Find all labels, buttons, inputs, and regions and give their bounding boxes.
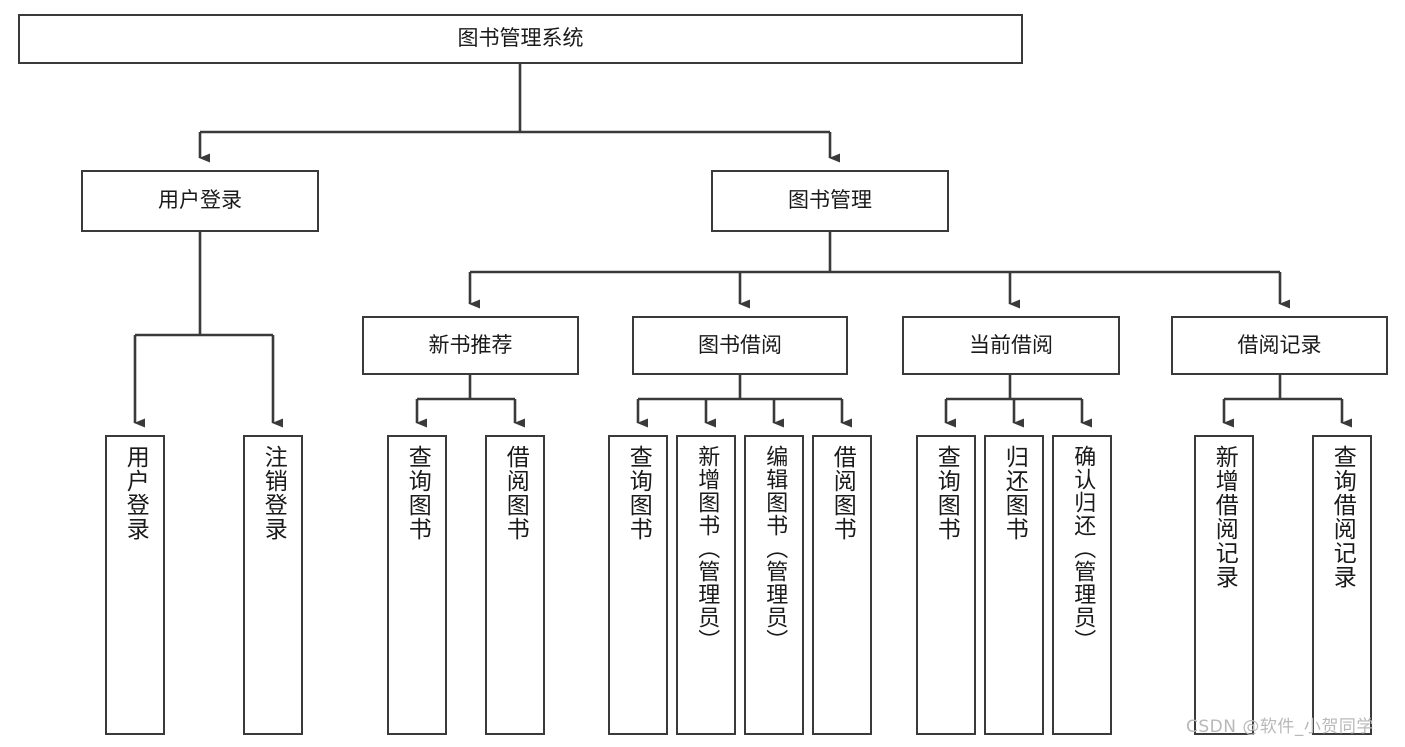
leaf-recommend-borrow-book[interactable]: 借阅图书 [485,435,545,735]
node-borrow-records-label: 借阅记录 [1237,332,1322,357]
leaf-borrow-add-book-label: 新增图书（管理员） [694,445,720,652]
leaf-record-add-label: 新增借阅记录 [1211,445,1238,589]
leaf-record-query[interactable]: 查询借阅记录 [1312,435,1372,735]
leaf-recommend-query-book-label: 查询图书 [404,445,431,541]
connector-currentborrow-to-leaves [944,375,1092,428]
node-user-login[interactable]: 用户登录 [81,170,319,232]
leaf-borrow-borrow-book[interactable]: 借阅图书 [812,435,872,735]
leaf-current-return-book[interactable]: 归还图书 [984,435,1044,735]
connector-userlogin-to-leaves [133,232,283,428]
leaf-current-query-book[interactable]: 查询图书 [916,435,976,735]
leaf-user-logout[interactable]: 注销登录 [243,435,303,735]
node-current-borrow-label: 当前借阅 [969,332,1053,357]
csdn-watermark: CSDN @软件_小贺同学 [1186,717,1374,737]
leaf-borrow-query-book-label: 查询图书 [625,445,652,541]
leaf-borrow-edit-book[interactable]: 编辑图书（管理员） [744,435,804,735]
leaf-user-logout-label: 注销登录 [260,445,287,541]
leaf-record-query-label: 查询借阅记录 [1329,445,1356,589]
leaf-current-confirm-return[interactable]: 确认归还（管理员） [1052,435,1112,735]
connector-recommend-to-leaves [415,375,525,428]
leaf-current-query-book-label: 查询图书 [933,445,960,541]
leaf-borrow-add-book[interactable]: 新增图书（管理员） [676,435,736,735]
node-book-management[interactable]: 图书管理 [711,170,949,232]
leaf-borrow-edit-book-label: 编辑图书（管理员） [762,445,788,652]
node-root[interactable]: 图书管理系统 [18,14,1023,64]
leaf-borrow-query-book[interactable]: 查询图书 [608,435,668,735]
connector-root-to-level2 [198,64,840,163]
connector-bookmanagement-to-level3 [468,232,1290,309]
leaf-user-login-label: 用户登录 [122,445,149,541]
node-new-book-recommend-label: 新书推荐 [428,332,513,357]
leaf-recommend-borrow-book-label: 借阅图书 [502,445,529,541]
connector-records-to-leaves [1222,375,1352,428]
node-book-borrow[interactable]: 图书借阅 [632,316,848,375]
connector-bookborrow-to-leaves [636,375,852,428]
node-book-borrow-label: 图书借阅 [698,332,782,357]
node-new-book-recommend[interactable]: 新书推荐 [362,316,579,375]
node-current-borrow[interactable]: 当前借阅 [902,316,1120,375]
leaf-recommend-query-book[interactable]: 查询图书 [387,435,447,735]
node-book-management-label: 图书管理 [788,188,872,213]
leaf-borrow-borrow-book-label: 借阅图书 [829,445,856,541]
leaf-current-confirm-return-label: 确认归还（管理员） [1070,445,1096,652]
leaf-current-return-book-label: 归还图书 [1001,445,1028,541]
node-root-label: 图书管理系统 [457,26,584,51]
node-borrow-records[interactable]: 借阅记录 [1171,316,1388,375]
leaf-user-login[interactable]: 用户登录 [105,435,165,735]
node-user-login-label: 用户登录 [158,188,242,213]
leaf-record-add[interactable]: 新增借阅记录 [1194,435,1254,735]
